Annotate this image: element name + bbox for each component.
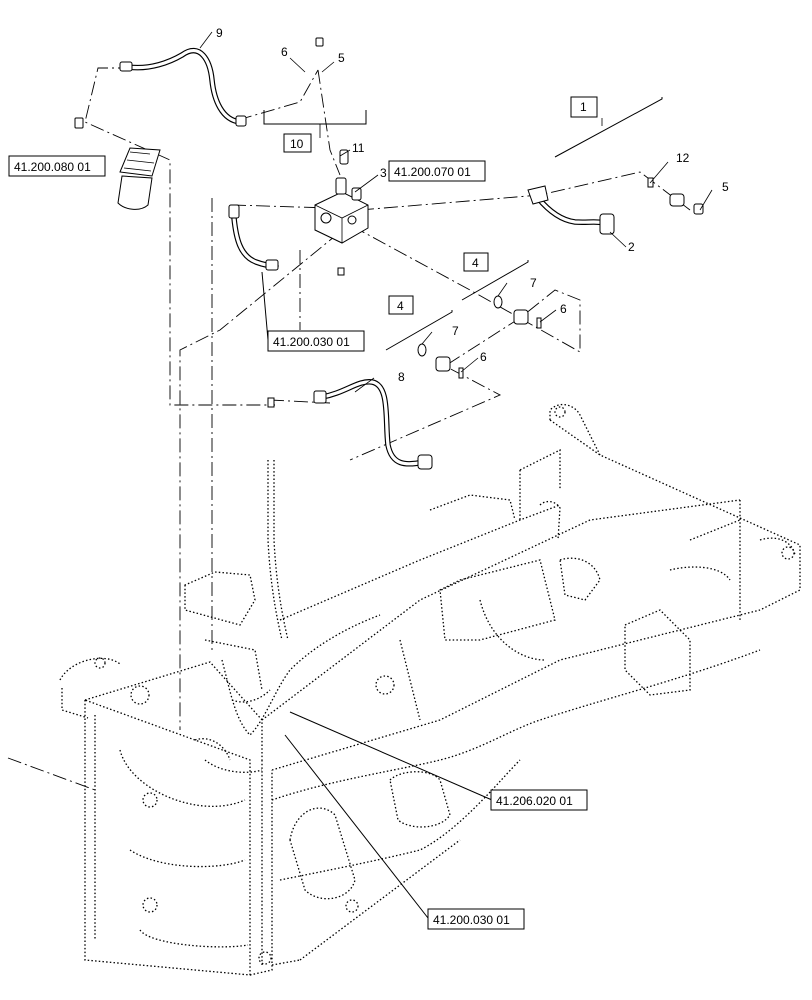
callout-2: 2 — [628, 240, 635, 254]
callout-7-lower: 7 — [452, 324, 459, 338]
callout-5-right: 5 — [722, 180, 729, 194]
ref-41-206-020: 41.206.020 01 — [496, 794, 573, 808]
group-bracket-4a — [461, 260, 529, 301]
callout-5-top: 5 — [338, 51, 345, 65]
tube-2 — [527, 177, 704, 235]
callout-3: 3 — [380, 166, 387, 180]
valve-block-3 — [314, 37, 369, 276]
ref-41-200-080: 41.200.080 01 — [14, 160, 91, 174]
reference-labels: 41.200.080 01 41.200.070 01 41.200.030 0… — [8, 155, 588, 930]
boxed-callouts: 10 1 4 4 — [283, 96, 598, 315]
callout-4-lower: 4 — [397, 299, 404, 313]
callout-4-upper: 4 — [472, 256, 479, 270]
leader-lines — [261, 57, 713, 919]
callout-8: 8 — [398, 370, 405, 384]
ref-41-200-030-lower: 41.200.030 01 — [433, 913, 510, 927]
fitting-set-4 — [417, 295, 542, 379]
callout-1: 1 — [580, 100, 587, 114]
callout-10: 10 — [290, 137, 304, 151]
filter-part — [117, 147, 161, 210]
assembly-lines — [7, 67, 691, 791]
group-bracket-10 — [263, 110, 367, 125]
group-bracket-4b — [385, 310, 453, 351]
group-bracket-1 — [554, 97, 663, 158]
hose-8 — [267, 379, 433, 470]
callout-numbers: 9 6 5 11 3 12 5 2 7 6 7 6 8 — [216, 26, 729, 384]
callout-12: 12 — [676, 151, 690, 165]
callout-9: 9 — [216, 26, 223, 40]
vehicle-frame — [59, 403, 801, 976]
hose-short — [228, 204, 279, 271]
ref-41-200-070: 41.200.070 01 — [394, 165, 471, 179]
callout-6-upper: 6 — [560, 302, 567, 316]
hose-9 — [74, 31, 247, 129]
ref-41-200-030-upper: 41.200.030 01 — [273, 335, 350, 349]
callout-7-upper: 7 — [530, 276, 537, 290]
callout-11: 11 — [352, 141, 365, 155]
callout-6-lower: 6 — [480, 350, 487, 364]
callout-6-top: 6 — [281, 45, 288, 59]
